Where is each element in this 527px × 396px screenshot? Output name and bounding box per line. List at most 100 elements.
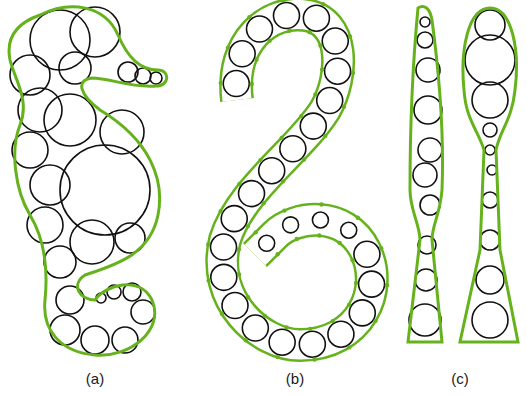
outline-dot <box>261 201 265 205</box>
outline-dot <box>281 179 285 183</box>
outline-dot <box>206 242 210 246</box>
outline-dot <box>247 15 251 19</box>
outline-dot <box>348 34 352 38</box>
fit-circle <box>472 302 508 338</box>
outline-dot <box>321 2 325 6</box>
outline-dot <box>281 0 285 3</box>
fit-circle <box>27 207 63 243</box>
outline-dot <box>246 224 250 228</box>
outline-dot <box>250 82 254 86</box>
outline-dot <box>356 216 360 220</box>
spoon-outline <box>460 8 518 342</box>
panel-label: (b) <box>286 370 304 387</box>
fit-circle <box>465 35 515 85</box>
outline-dot <box>254 230 258 234</box>
outline-dot <box>226 46 230 50</box>
spiral-circles <box>211 3 385 358</box>
fit-circle <box>280 136 306 162</box>
outline-dot <box>263 314 267 318</box>
outline-dot <box>299 114 303 118</box>
outline-dot <box>206 278 210 282</box>
fit-circle <box>354 241 380 267</box>
outline-dot <box>318 43 322 47</box>
fit-circle <box>70 7 120 57</box>
spiral-fill <box>222 14 372 345</box>
outline-dot <box>302 157 306 161</box>
outline-dot <box>237 182 241 186</box>
fit-circle <box>259 235 275 251</box>
fit-circle <box>472 82 508 118</box>
fit-circle <box>135 68 151 84</box>
seahorse-outline <box>9 7 167 355</box>
outline-dot <box>354 281 358 285</box>
outline-dot <box>237 247 241 251</box>
knife-outline <box>408 7 443 343</box>
outline-dot <box>373 319 377 323</box>
outline-dot <box>219 81 223 85</box>
fit-circle <box>242 315 268 341</box>
outline-dot <box>267 39 271 43</box>
outline-dot <box>295 237 299 241</box>
outline-dot <box>350 258 354 262</box>
outline-dot <box>275 252 279 256</box>
fit-circle <box>222 293 248 319</box>
fit-circle <box>269 329 295 355</box>
outline-dot <box>313 92 317 96</box>
fit-circle <box>229 41 255 67</box>
fit-circle <box>300 113 326 139</box>
fit-circle <box>322 28 348 54</box>
fit-circle <box>483 123 497 137</box>
fit-circle <box>414 96 442 124</box>
fit-circle <box>283 217 299 233</box>
fit-circle <box>247 16 273 42</box>
outline-dot <box>312 357 316 361</box>
panel-label: (a) <box>86 370 104 387</box>
outline-dot <box>323 134 327 138</box>
fit-circle <box>221 206 247 232</box>
outline-dot <box>351 71 355 75</box>
spiral-outline <box>222 14 372 345</box>
fit-circle <box>325 58 351 84</box>
fit-circle <box>303 5 329 31</box>
fit-circle <box>317 88 343 114</box>
panel-label: (c) <box>451 370 469 387</box>
outline-dot <box>385 283 389 287</box>
outline-dot <box>347 345 351 349</box>
outline-dot <box>337 241 341 245</box>
fit-circle <box>44 246 76 278</box>
outline-dots <box>206 0 389 362</box>
fit-circle <box>60 145 150 235</box>
fit-circle <box>349 300 375 326</box>
fit-circle <box>44 94 96 146</box>
fit-circle <box>413 163 437 187</box>
outline-dot <box>246 295 250 299</box>
fit-circle <box>299 331 325 357</box>
outline-dot <box>287 29 291 33</box>
outline-dot <box>320 67 324 71</box>
outline-dot <box>254 57 258 61</box>
outline-dot <box>279 136 283 140</box>
fit-circle <box>150 72 162 84</box>
outline-dot <box>347 303 351 307</box>
fit-circle <box>328 321 354 347</box>
fit-circle <box>211 264 237 290</box>
fit-circle <box>409 304 441 336</box>
fit-circle <box>50 315 80 345</box>
fit-circle <box>273 3 299 29</box>
outline-dot <box>331 319 335 323</box>
outline-dot <box>319 202 323 206</box>
outline-dot <box>244 338 248 342</box>
fit-circle <box>211 234 237 260</box>
outline-dot <box>237 272 241 276</box>
fit-circle <box>418 138 442 162</box>
outline-dot <box>379 246 383 250</box>
fit-circle <box>417 32 433 48</box>
fit-circle <box>359 271 385 297</box>
outline-dot <box>308 327 312 331</box>
seahorse-circles <box>10 7 162 354</box>
outline-dot <box>307 30 311 34</box>
outline-dot <box>282 208 286 212</box>
fit-circle <box>223 71 249 97</box>
